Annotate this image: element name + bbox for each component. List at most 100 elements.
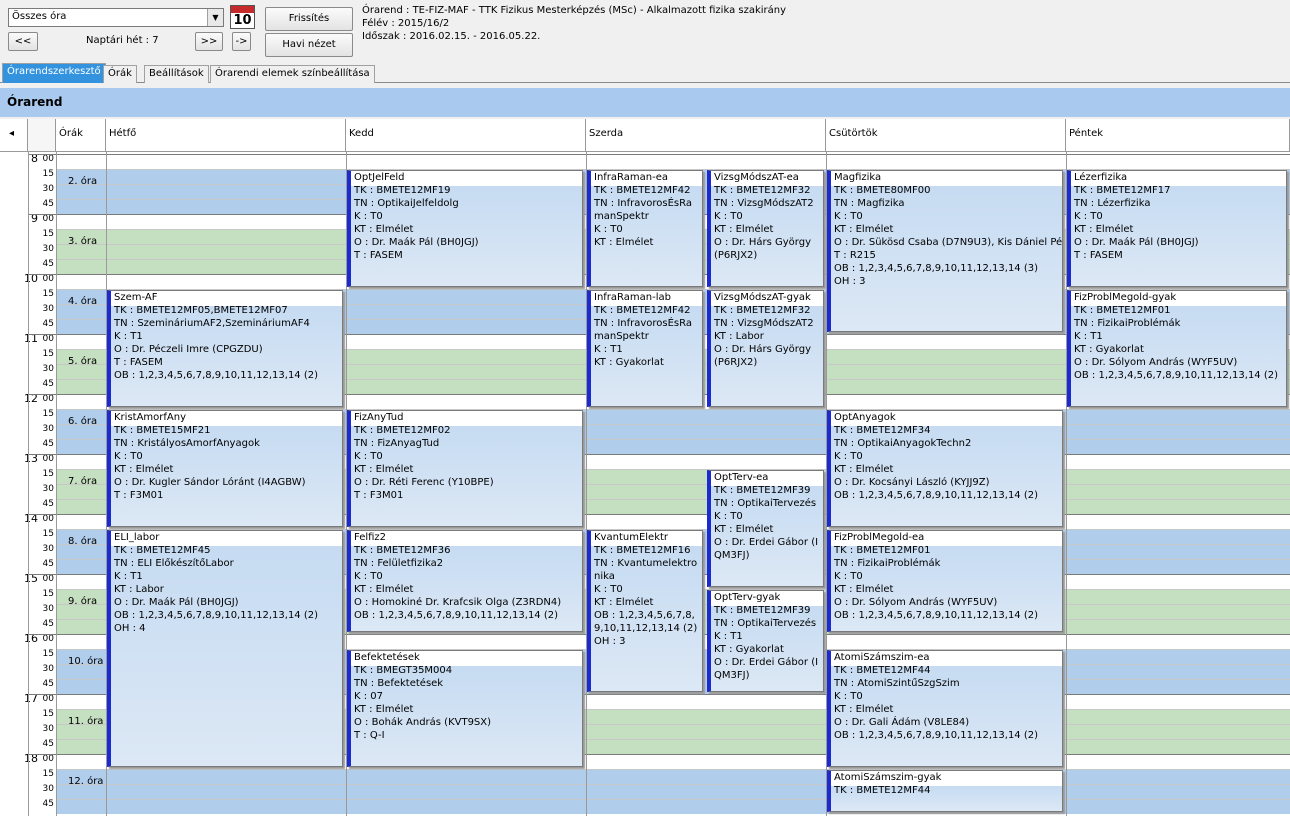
- page-title: Órarend: [7, 95, 63, 109]
- event-detail: O : Dr. Erdei Gábor (IQM3FJ): [714, 537, 819, 561]
- event-title: Szem-AF: [114, 292, 158, 303]
- day-header-friday: Péntek: [1066, 119, 1290, 152]
- scroll-left-arrow[interactable]: ◂: [0, 119, 28, 152]
- event-detail: TK : BMETE12MF39: [714, 605, 811, 616]
- event-detail: TK : BMETE80MF00: [834, 185, 931, 196]
- filter-dropdown[interactable]: Összes óra ▼: [8, 8, 224, 27]
- event-detail: KT : Elmélet: [834, 464, 894, 475]
- event-detail: TN : Befektetések: [354, 678, 444, 689]
- event-detail: O : Dr. Sükösd Csaba (D7N9U3), Kis Dánie…: [834, 237, 1063, 248]
- event-detail: OB : 1,2,3,4,5,6,7,8,9,10,11,12,13,14 (2…: [114, 610, 319, 621]
- period-label: 4. óra: [68, 296, 98, 307]
- minute-label: 15: [42, 169, 54, 179]
- minute-label: 45: [42, 199, 54, 209]
- event-detail: KT : Elmélet: [834, 224, 894, 235]
- quarter-line: [56, 709, 1290, 710]
- event-detail: TN : OptikaiAnyagokTechn2: [834, 438, 972, 449]
- period-cell: [56, 289, 106, 334]
- tab-color-settings[interactable]: Órarendi elemek színbeállítása: [210, 65, 375, 83]
- event-title: OptTerv-gyak: [714, 592, 781, 603]
- period-label: 10. óra: [68, 656, 104, 667]
- event-detail: KT : Labor: [714, 331, 764, 342]
- refresh-button[interactable]: Frissítés: [265, 7, 353, 31]
- column-line: [586, 152, 587, 816]
- period-band: [826, 349, 1066, 394]
- event-detail: OH : 3: [594, 636, 626, 647]
- period-band: [1066, 649, 1290, 694]
- event-detail: O : Dr. Erdei Gábor (IQM3FJ): [714, 657, 819, 681]
- next-week-button[interactable]: >>: [195, 32, 223, 51]
- tab-timetable-editor[interactable]: Órarendszerkesztő: [2, 63, 106, 83]
- quarter-line: [56, 799, 1290, 800]
- period-label: 2. óra: [68, 176, 98, 187]
- prev-week-button[interactable]: <<: [8, 32, 38, 51]
- event-detail: T : FASEM: [354, 250, 403, 261]
- event-detail: K : T0: [594, 224, 623, 235]
- event-detail: KT : Elmélet: [714, 524, 774, 535]
- period-cell: [56, 409, 106, 454]
- timetable-event[interactable]: KvantumElektr TK : BMETE12MF16 TN : Kvantu…: [587, 530, 703, 692]
- tab-settings[interactable]: Beállítások: [144, 65, 209, 83]
- event-detail: TN : Kvantumelektronika: [594, 558, 698, 582]
- event-detail: TK : BMETE12MF16: [594, 545, 691, 556]
- event-detail: K : T0: [594, 584, 623, 595]
- quarter-line: [56, 169, 1290, 170]
- minute-label: 30: [42, 184, 54, 194]
- period-cell: [56, 169, 106, 214]
- jump-button[interactable]: ->: [232, 32, 251, 51]
- event-detail: T : Q-I: [354, 730, 385, 741]
- month-view-button[interactable]: Havi nézet: [265, 33, 353, 57]
- chevron-down-icon[interactable]: ▼: [207, 9, 223, 26]
- minute-label: 30: [42, 244, 54, 254]
- period-band: [1066, 589, 1290, 634]
- day-header-monday: Hétfő: [106, 119, 346, 152]
- event-detail: K : T0: [714, 511, 743, 522]
- minute-label: 00: [42, 514, 54, 524]
- minute-label: 45: [42, 619, 54, 629]
- tab-classes[interactable]: Órák: [103, 65, 137, 83]
- event-detail: KT : Gyakorlat: [1074, 344, 1144, 355]
- event-detail: OB : 1,2,3,4,5,6,7,8,9,10,11,12,13,14 (2…: [594, 610, 698, 634]
- timetable-header: Órarend: [0, 88, 1290, 117]
- minute-label: 00: [42, 454, 54, 464]
- minute-label: 15: [42, 409, 54, 419]
- event-detail: KT : Gyakorlat: [594, 357, 664, 368]
- event-title: Lézerfizika: [1074, 172, 1128, 183]
- event-detail: K : T0: [834, 571, 863, 582]
- event-detail: O : Dr. Sólyom András (WYF5UV): [1074, 357, 1238, 368]
- calendar-icon[interactable]: 10: [230, 5, 255, 29]
- period-band: [586, 769, 826, 814]
- minute-label: 00: [42, 694, 54, 704]
- event-detail: K : T0: [714, 211, 743, 222]
- minute-label: 45: [42, 559, 54, 569]
- event-detail: TK : BMETE12MF36: [354, 545, 451, 556]
- event-title: KristAmorfAny: [114, 412, 187, 423]
- column-line: [56, 152, 57, 816]
- period-cell: [56, 589, 106, 634]
- event-detail: T : FASEM: [1074, 250, 1123, 261]
- event-detail: K : T0: [354, 211, 383, 222]
- event-detail: TK : BMETE12MF05,BMETE12MF07: [114, 305, 288, 316]
- event-title: KvantumElektr: [594, 532, 669, 543]
- event-detail: TK : BMETE15MF21: [114, 425, 211, 436]
